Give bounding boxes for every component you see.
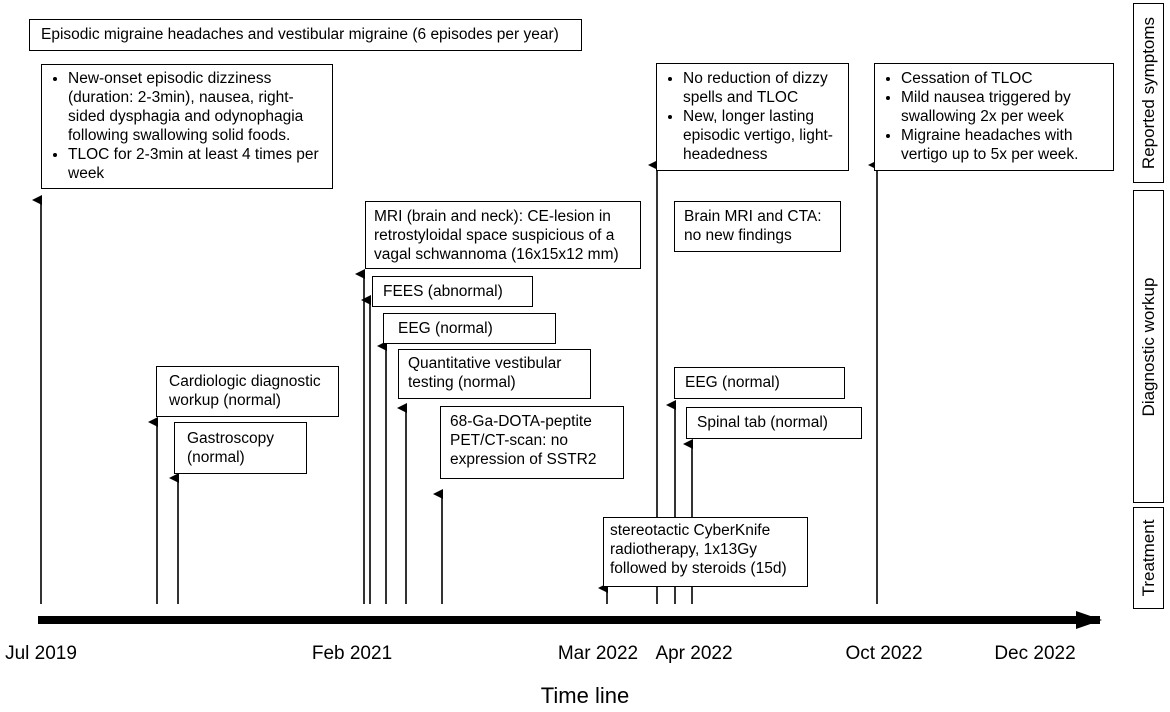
cessation-item: Mild nausea triggered by swallowing 2x p… — [901, 88, 1107, 126]
eeg1-box: EEG (normal) — [383, 313, 556, 344]
tick-label: Mar 2022 — [557, 643, 639, 664]
brain-mri-cta-box: Brain MRI and CTA: no new findings — [674, 201, 841, 252]
tick-label: Feb 2021 — [311, 643, 393, 664]
spinal-box: Spinal tab (normal) — [686, 407, 862, 439]
no-reduction-item: New, longer lasting episodic vertigo, li… — [683, 107, 842, 164]
cardiologic-box: Cardiologic diagnostic workup (normal) — [156, 366, 339, 417]
onset-item: TLOC for 2-3min at least 4 times per wee… — [68, 145, 326, 183]
lane-treatment: Treatment — [1133, 507, 1164, 609]
cessation-item: Migraine headaches with vertigo up to 5x… — [901, 126, 1107, 164]
lane-reported-symptoms: Reported symptoms — [1133, 3, 1164, 183]
migraine-box: Episodic migraine headaches and vestibul… — [29, 19, 582, 51]
cyberknife-box: stereotactic CyberKnife radiotherapy, 1x… — [603, 517, 808, 587]
lane-label: Diagnostic workup — [1138, 277, 1158, 416]
tick-label: Dec 2022 — [994, 643, 1076, 664]
axis-title: Time line — [540, 683, 630, 708]
onset-box: New-onset episodic dizziness (duration: … — [41, 64, 333, 189]
lane-label: Reported symptoms — [1138, 16, 1158, 170]
tick-label: Oct 2022 — [845, 643, 923, 664]
tick-label: Apr 2022 — [655, 643, 733, 664]
lane-label: Treatment — [1138, 519, 1158, 597]
no-reduction-box: No reduction of dizzy spells and TLOC Ne… — [656, 63, 849, 171]
onset-item: New-onset episodic dizziness (duration: … — [68, 69, 326, 145]
cessation-box: Cessation of TLOC Mild nausea triggered … — [874, 63, 1114, 171]
gastroscopy-box: Gastroscopy (normal) — [174, 422, 307, 474]
vestibular-box: Quantitative vestibular testing (normal) — [398, 349, 591, 399]
cessation-item: Cessation of TLOC — [901, 69, 1107, 88]
eeg2-box: EEG (normal) — [674, 367, 845, 399]
pet-box: 68-Ga-DOTA-peptite PET/CT-scan: no expre… — [440, 406, 624, 479]
mri-box: MRI (brain and neck): CE-lesion in retro… — [365, 201, 641, 269]
fees-box: FEES (abnormal) — [372, 276, 533, 307]
lane-diagnostic-workup: Diagnostic workup — [1133, 190, 1164, 503]
no-reduction-item: No reduction of dizzy spells and TLOC — [683, 69, 842, 107]
tick-label: Jul 2019 — [5, 643, 77, 664]
